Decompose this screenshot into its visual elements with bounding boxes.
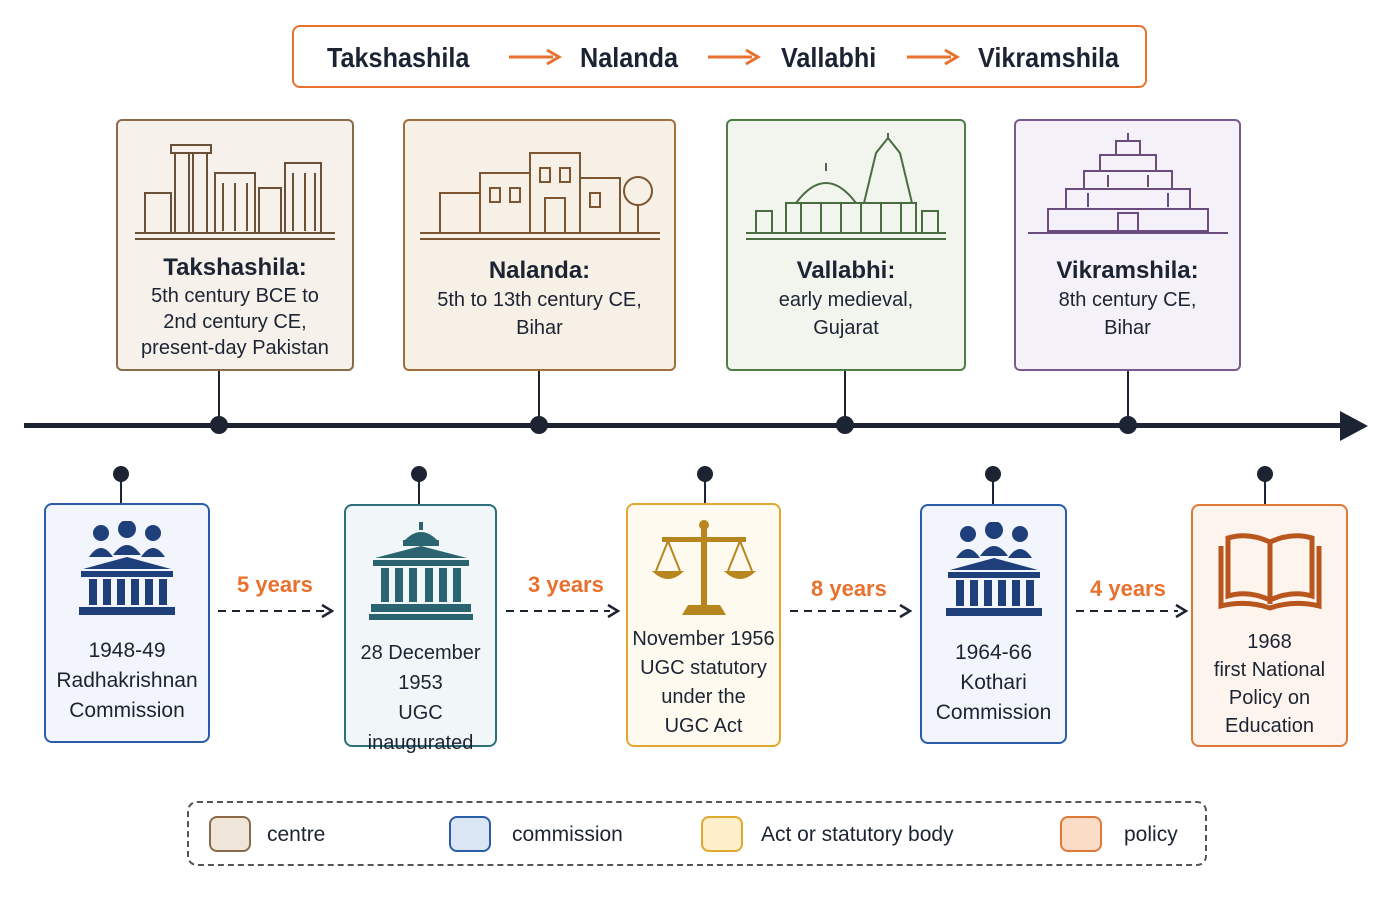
centre-detail: 8th century CE, Bihar [1058, 289, 1197, 339]
dashed-arrow-icon [506, 603, 620, 619]
ruined-pillars-icon [135, 144, 335, 240]
monastery-ruins-icon [419, 152, 660, 240]
institution-building-icon [368, 522, 473, 620]
temple-icon [746, 133, 946, 240]
scales-icon [651, 520, 756, 615]
legend-label: Act or statutory body [761, 823, 954, 846]
centre-detail: 5th century BCE to 2nd century CE, prese… [141, 285, 329, 359]
legend-label: policy [1124, 823, 1178, 846]
centre-card-nalanda: Nalanda: 5th to 13th century CE, Bihar [403, 119, 676, 371]
commission-icon [945, 522, 1042, 616]
sequence-item-vikramshila: Vikramshila [978, 42, 1120, 73]
sequence-banner: Takshashila Nalanda Vallabhi Vikramshila [292, 25, 1147, 88]
centre-card-takshashila: Takshashila: 5th century BCE to 2nd cent… [116, 119, 354, 371]
centre-detail: 5th to 13th century CE, Bihar [437, 289, 642, 339]
sequence-item-vallabhi: Vallabhi [781, 42, 877, 73]
legend-swatch-act [701, 816, 743, 852]
commission-icon [79, 521, 175, 615]
dashed-arrow-icon [1076, 603, 1188, 619]
arrow-right-icon [509, 48, 562, 66]
legend-label: commission [512, 823, 623, 846]
milestone-pin [411, 466, 427, 482]
milestone-text: 1964-66 Kothari Commission [935, 641, 1052, 724]
timeline-axis [24, 423, 1346, 428]
centre-name: Vikramshila: [1056, 257, 1199, 284]
gap-label: 4 years [1090, 576, 1166, 601]
timeline-dot [1119, 416, 1137, 434]
gap-label: 5 years [237, 572, 313, 597]
timeline-dot [530, 416, 548, 434]
legend: centre commission Act or statutory body … [187, 801, 1207, 866]
open-book-icon [1218, 533, 1321, 611]
milestone-card-radhakrishnan: 1948-49 Radhakrishnan Commission [44, 503, 210, 743]
milestone-card-ugc-act: November 1956 UGC statutory under the UG… [626, 503, 781, 747]
centre-connector [1127, 371, 1129, 425]
milestone-pin-line [120, 478, 122, 504]
dashed-arrow-icon [790, 603, 912, 619]
centre-connector [538, 371, 540, 425]
legend-label: centre [267, 823, 326, 846]
dashed-arrow-icon [218, 603, 334, 619]
arrow-right-icon [708, 48, 761, 66]
gap-label: 8 years [811, 576, 887, 601]
stepped-pyramid-icon [1027, 133, 1228, 234]
milestone-pin-line [418, 478, 420, 504]
centre-name: Vallabhi: [796, 257, 896, 284]
milestone-pin [697, 466, 713, 482]
centre-connector [844, 371, 846, 425]
centre-name: Nalanda: [488, 257, 591, 284]
legend-swatch-centre [209, 816, 251, 852]
milestone-pin [113, 466, 129, 482]
legend-swatch-policy [1060, 816, 1102, 852]
centre-card-vallabhi: Vallabhi: early medieval, Gujarat [726, 119, 966, 371]
gap-label: 3 years [528, 572, 604, 597]
milestone-pin-line [992, 478, 994, 504]
milestone-card-kothari: 1964-66 Kothari Commission [920, 504, 1067, 744]
milestone-card-ugc-inaugurated: 28 December 1953 UGC inaugurated [344, 504, 497, 754]
centre-connector [218, 371, 220, 425]
axis-arrowhead-icon [1340, 411, 1368, 441]
milestone-text: 1968 first National Policy on Education [1213, 631, 1326, 737]
milestone-text: 1948-49 Radhakrishnan Commission [56, 639, 198, 722]
milestone-pin [1257, 466, 1273, 482]
milestone-text: November 1956 UGC statutory under the UG… [632, 628, 775, 737]
centre-name: Takshashila: [163, 254, 307, 281]
milestone-text: 28 December 1953 UGC inaugurated [360, 642, 481, 754]
milestone-pin-line [1264, 478, 1266, 504]
milestone-card-national-policy: 1968 first National Policy on Education [1191, 504, 1348, 747]
sequence-item-takshashila: Takshashila [327, 42, 470, 73]
timeline-dot [836, 416, 854, 434]
timeline-dot [210, 416, 228, 434]
milestone-pin-line [704, 478, 706, 504]
milestone-pin [985, 466, 1001, 482]
arrow-right-icon [907, 48, 960, 66]
sequence-item-nalanda: Nalanda [580, 42, 679, 73]
legend-swatch-commission [449, 816, 491, 852]
centre-detail: early medieval, Gujarat [778, 289, 914, 339]
centre-card-vikramshila: Vikramshila: 8th century CE, Bihar [1014, 119, 1241, 371]
